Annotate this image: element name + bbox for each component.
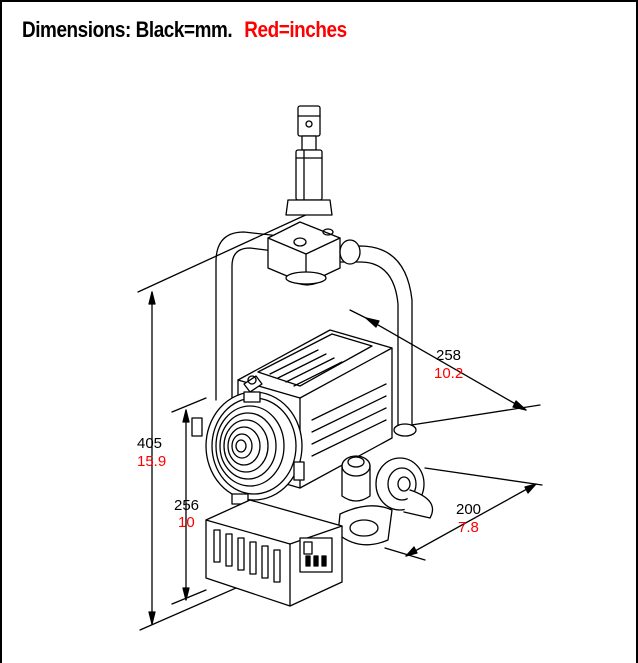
mounting-spigot [285,105,333,216]
dim-258-mm: 258 [436,347,461,364]
tilt-knob [337,455,434,546]
diagram-title: Dimensions: Black=mm. Red=inches [22,17,347,43]
yoke-clamp [267,221,361,286]
dimension-258-lines [349,309,541,427]
fresnel-lens [191,391,305,505]
dim-200-mm: 200 [456,501,481,518]
dim-256-inches: 10 [178,514,195,531]
dim-200-inches: 7.8 [458,519,479,536]
dimension-200-lines [384,467,543,561]
yoke-tube [215,231,417,437]
title-mm-legend: Dimensions: Black=mm. [22,17,233,42]
dim-405-mm: 405 [137,435,162,452]
dim-256-mm: 256 [174,497,199,514]
title-inches-legend: Red=inches [244,17,347,42]
dim-258-inches: 10.2 [434,365,463,382]
ballast-box [205,499,343,607]
dimension-256-lines [171,397,207,605]
dim-405-inches: 15.9 [137,453,166,470]
